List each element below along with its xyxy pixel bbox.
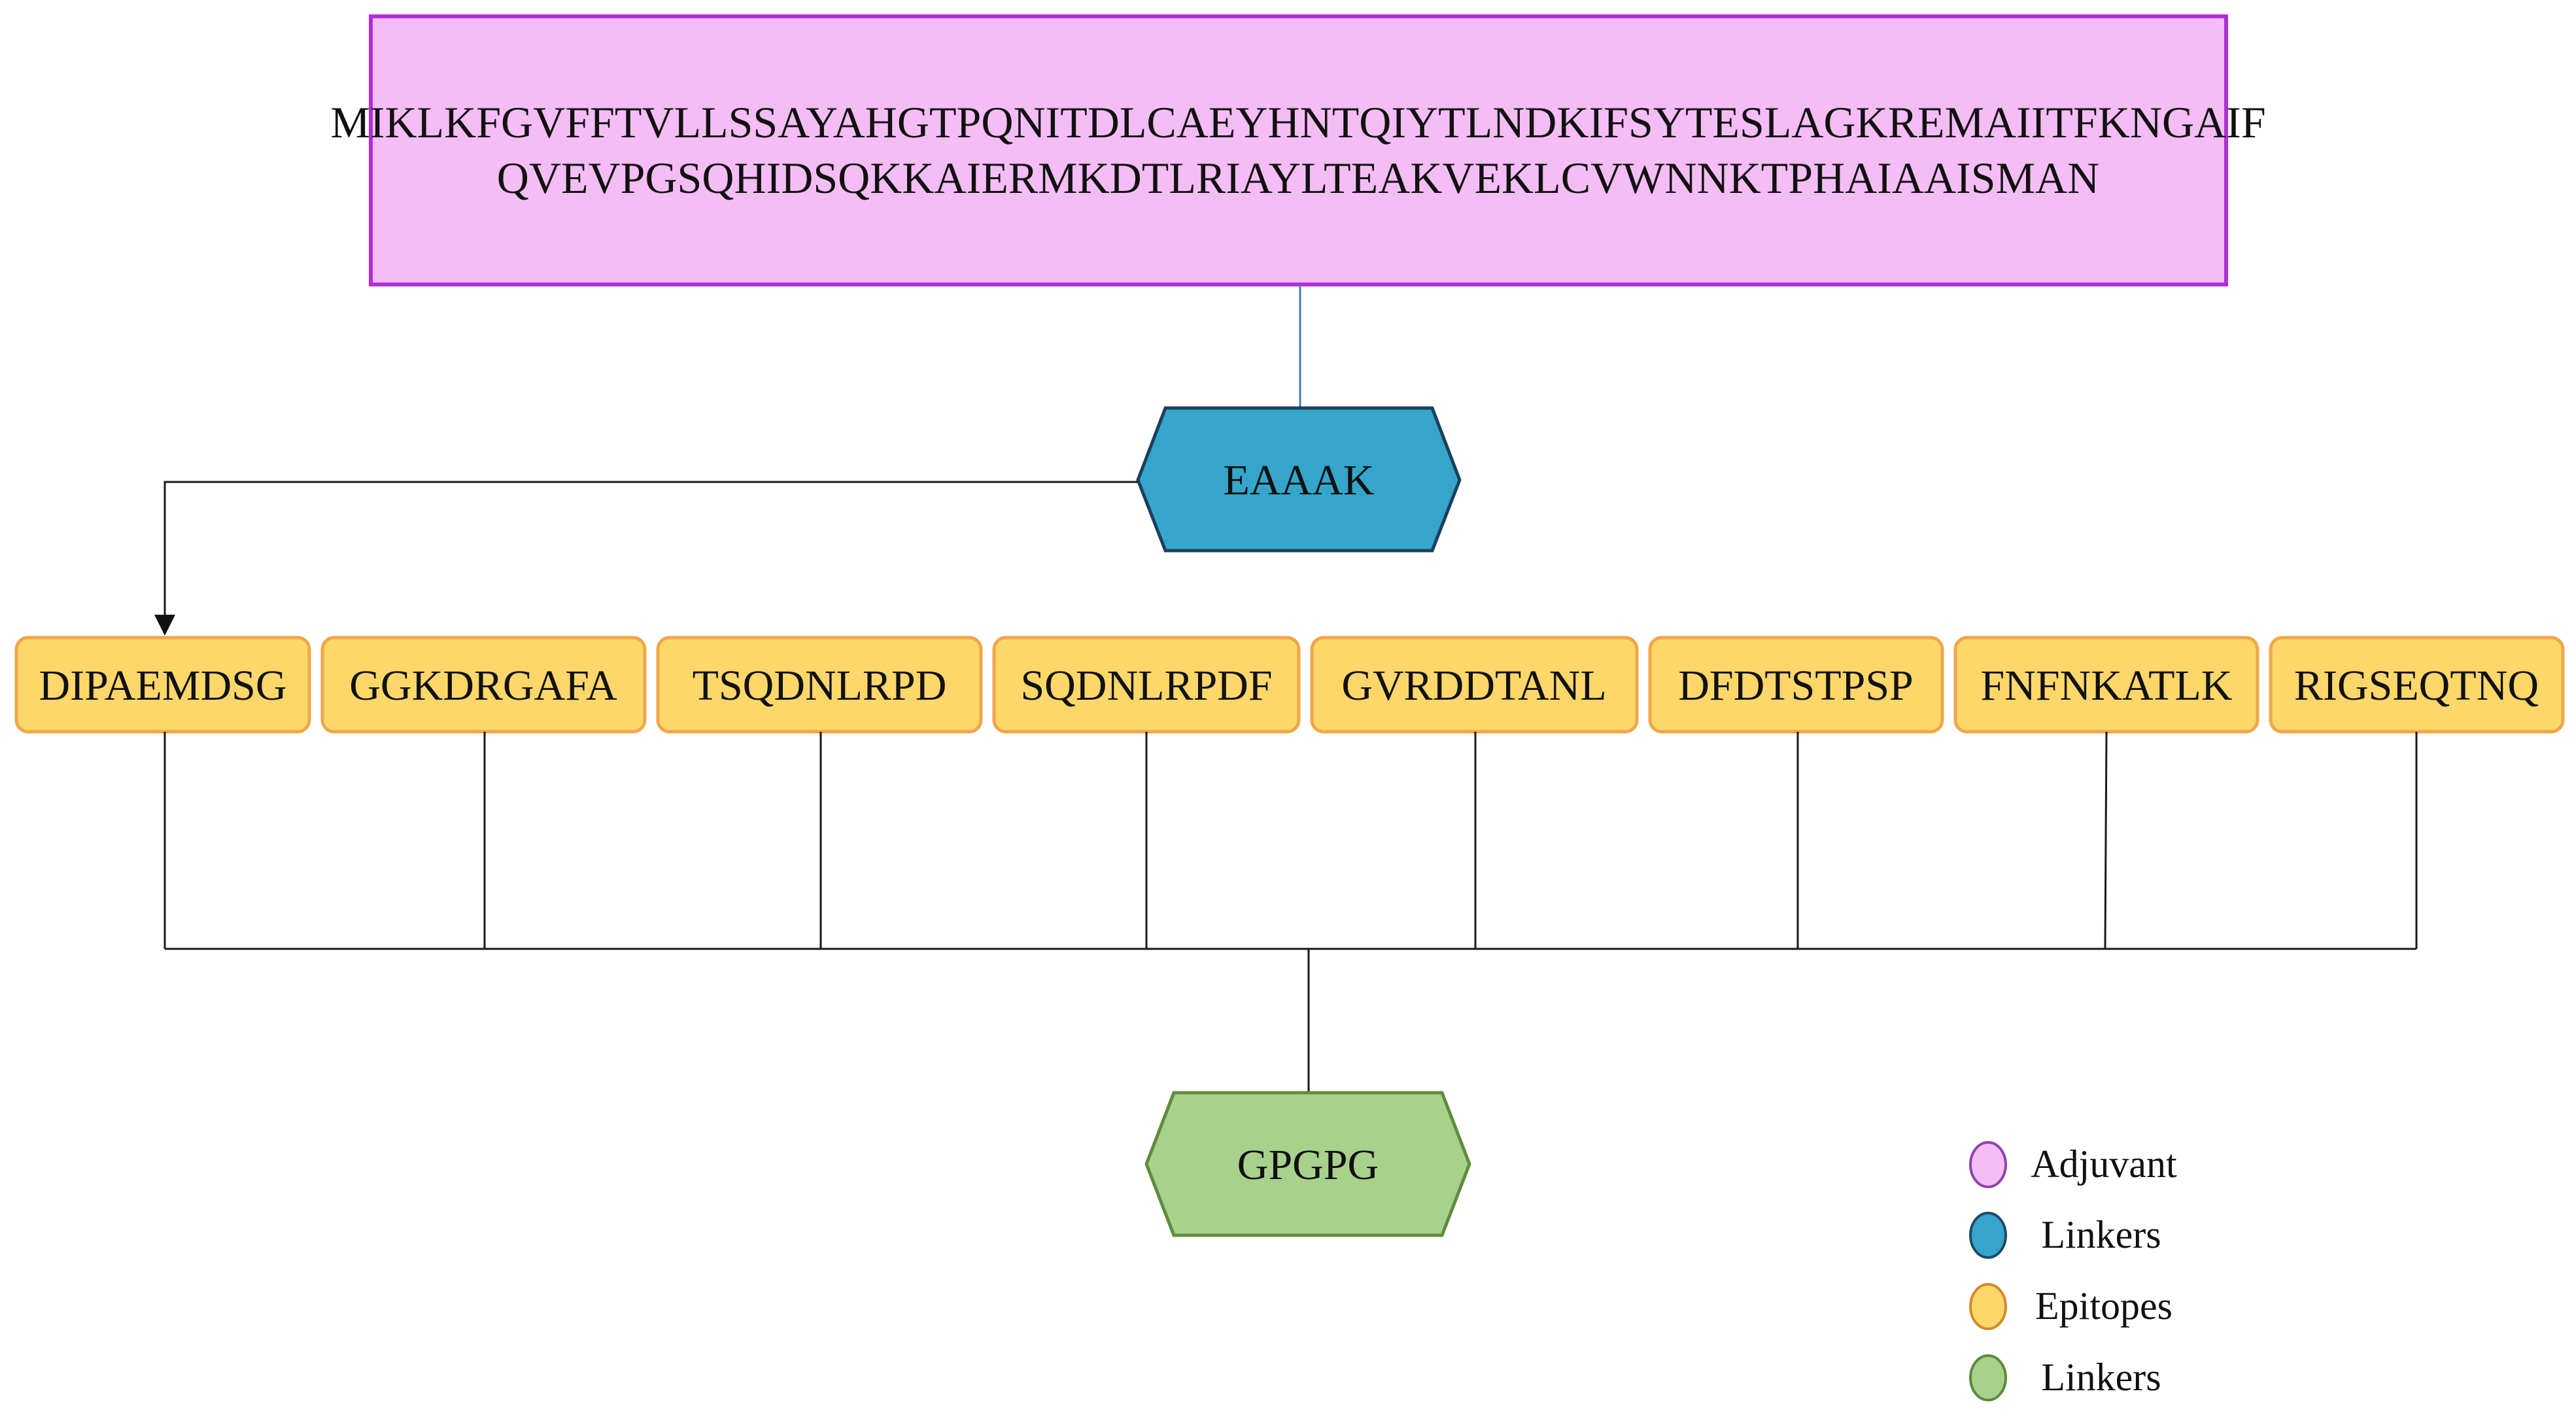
legend-label: Adjuvant: [2031, 1142, 2177, 1186]
linker-to-epitope-arrow: [154, 481, 1138, 636]
epitope-label: SQDNLRPDF: [1020, 662, 1272, 710]
legend-label: Linkers: [2041, 1356, 2161, 1399]
linker-gpgpg-hexagon: [1144, 1091, 1471, 1237]
linker-gpgpg-node: GPGPG: [1144, 1091, 1471, 1237]
epitope-item: SQDNLRPDF: [992, 636, 1301, 734]
epitope-row: DIPAEMDSG GGKDRGAFA TSQDNLRPD SQDNLRPDF …: [14, 636, 2565, 734]
legend-swatch-icon: [1969, 1283, 2007, 1330]
epitope-drop-line: [2104, 731, 2108, 950]
epitope-label: DIPAEMDSG: [39, 662, 287, 710]
legend: Adjuvant Linkers Epitopes Linkers: [1969, 1141, 2177, 1401]
epitope-item: RIGSEQTNQ: [2269, 636, 2565, 734]
epitope-item: GGKDRGAFA: [320, 636, 647, 734]
arrowhead-icon: [154, 615, 175, 636]
epitope-label: FNFNKATLK: [1980, 662, 2232, 710]
legend-item-epitopes: Epitopes: [1969, 1283, 2172, 1330]
epitope-box: [14, 636, 311, 734]
epitope-item: TSQDNLRPD: [656, 636, 983, 734]
epitope-item: DFDTSTPSP: [1648, 636, 1944, 734]
linker-eaaak-node: EAAAK: [1136, 406, 1462, 553]
arrow-line: [163, 481, 1138, 618]
adjuvant-sequence-line-2: QVEVPGSQHIDSQKKAIERMKDTLRIAYLTEAKVEKLCVW…: [497, 153, 2100, 203]
legend-label: Epitopes: [2035, 1284, 2172, 1327]
epitope-label: DFDTSTPSP: [1678, 662, 1914, 710]
epitope-label: RIGSEQTNQ: [2294, 662, 2539, 710]
linker-gpgpg-label: GPGPG: [1237, 1141, 1379, 1189]
adjuvant-box: [369, 14, 2228, 286]
epitope-item: FNFNKATLK: [1953, 636, 2259, 734]
epitope-box: [1648, 636, 1944, 734]
adjuvant-node: MIKLKFGVFFTVLLSSAYAHGTPQNITDLCAEYHNTQIYT…: [330, 14, 2266, 286]
legend-item-adjuvant: Adjuvant: [1969, 1141, 2177, 1188]
epitope-item: DIPAEMDSG: [14, 636, 311, 734]
epitope-label: TSQDNLRPD: [693, 662, 947, 710]
epitope-item: GVRDDTANL: [1310, 636, 1639, 734]
epitope-box: [656, 636, 983, 734]
adjuvant-sequence-line-1: MIKLKFGVFFTVLLSSAYAHGTPQNITDLCAEYHNTQIYT…: [330, 97, 2265, 147]
epitope-label: GGKDRGAFA: [349, 662, 617, 710]
legend-item-linkers-2: Linkers: [1969, 1354, 2161, 1401]
linker-eaaak-hexagon: [1136, 406, 1462, 553]
legend-item-linkers: Linkers: [1969, 1212, 2161, 1259]
epitope-bus-connectors: [163, 731, 2418, 1093]
legend-swatch-icon: [1969, 1212, 2007, 1259]
linker-eaaak-label: EAAAK: [1224, 456, 1375, 504]
legend-label: Linkers: [2041, 1213, 2161, 1256]
legend-swatch-icon: [1969, 1141, 2007, 1188]
legend-swatch-icon: [1969, 1354, 2007, 1401]
epitope-label: GVRDDTANL: [1341, 662, 1606, 710]
